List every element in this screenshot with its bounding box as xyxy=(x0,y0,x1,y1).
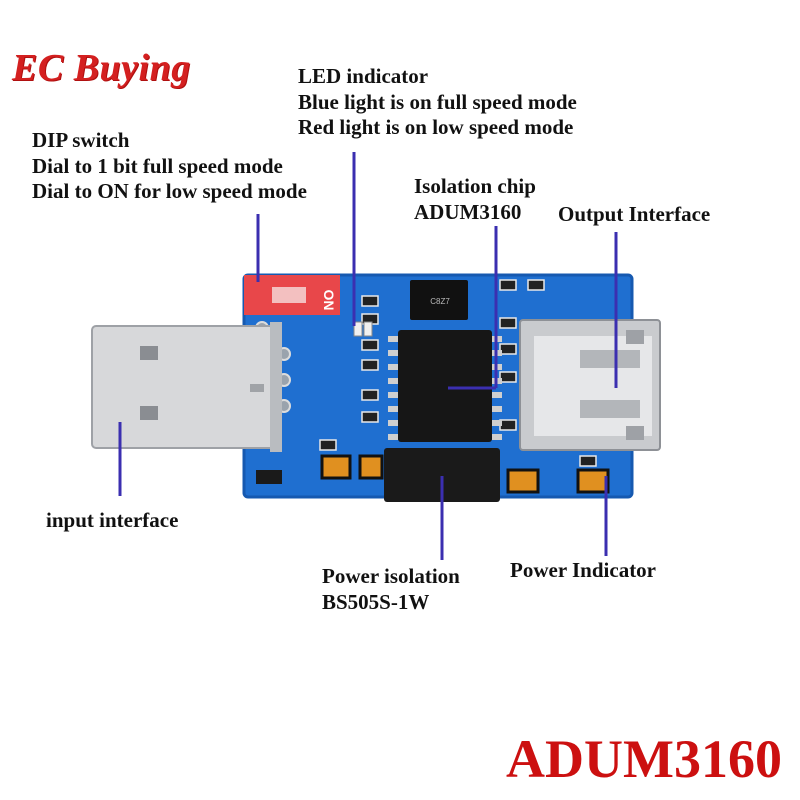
usb-a-plug xyxy=(91,322,282,452)
adum3160-chip xyxy=(388,330,502,442)
dip-switch-line-1: Dial to 1 bit full speed mode xyxy=(32,153,283,178)
leader-lines xyxy=(118,152,618,560)
led-indicator-line-1: Blue light is on full speed mode xyxy=(298,89,577,114)
dip-switch-title: DIP switch xyxy=(32,128,130,152)
small-chip-marking: C8Z7 xyxy=(430,297,450,306)
power-isolation-model: BS505S-1W xyxy=(322,589,430,614)
output-interface-label: Output Interface xyxy=(558,202,711,226)
dip-switch-callout: DIP switch Dial to 1 bit full speed mode… xyxy=(32,128,307,205)
led-indicator-line-2: Red light is on low speed mode xyxy=(298,115,574,140)
power-isolation-title: Power isolation xyxy=(322,564,460,588)
isolation-chip-callout: Isolation chip ADUM3160 xyxy=(414,174,536,225)
power-isolation-callout: Power isolation BS505S-1W xyxy=(322,564,460,615)
dip-on-text: ON xyxy=(321,290,337,311)
usb-a-receptacle xyxy=(519,319,661,451)
led-indicator-title: LED indicator xyxy=(298,64,429,88)
led-indicator-callout: LED indicator Blue light is on full spee… xyxy=(298,64,577,141)
isolation-chip-model: ADUM3160 xyxy=(414,199,522,224)
model-title: ADUM3160 xyxy=(506,729,782,789)
tantalum-cap-left xyxy=(320,454,352,480)
power-indicator-label: Power Indicator xyxy=(510,558,657,582)
power-indicator-led xyxy=(576,468,610,494)
power-isolation-module xyxy=(384,448,500,502)
input-interface-label: input interface xyxy=(46,508,179,532)
dip-switch-line-2: Dial to ON for low speed mode xyxy=(32,179,307,204)
brand-logo: EC Buying xyxy=(12,47,191,89)
isolation-chip-title: Isolation chip xyxy=(414,174,536,198)
